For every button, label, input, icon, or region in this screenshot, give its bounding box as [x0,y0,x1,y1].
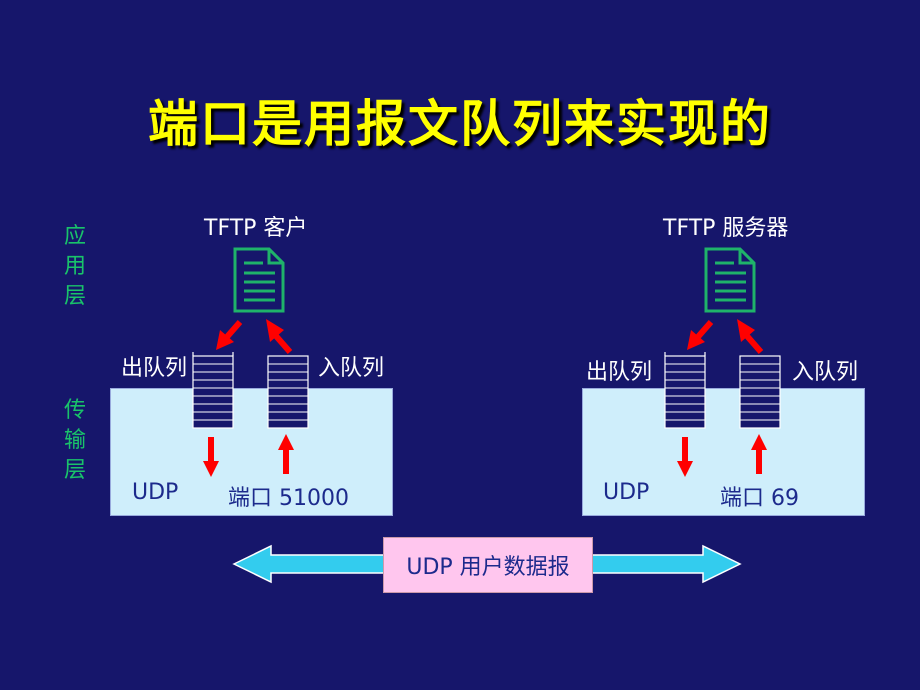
transport-layer-label: 传 输 层 [63,398,86,483]
client-out-queue-label: 出队列 [121,356,188,381]
server-app-label: TFTP 服务器 [663,216,789,241]
server-out-queue [664,355,706,429]
client-protocol-label: UDP [132,480,179,505]
client-out-down-arrow [203,437,219,477]
client-in-queue-label: 入队列 [318,356,385,381]
client-port-label: 端口 51000 [228,486,349,511]
udp-datagram-box: UDP 用户数据报 [383,537,593,593]
server-out-queue-label: 出队列 [586,360,653,385]
server-in-up-arrow [751,434,767,474]
server-app-to-out-arrow [687,320,714,350]
page-title: 端口是用报文队列来实现的 [148,95,772,153]
client-document-icon [233,247,285,313]
application-layer-label: 应 用 层 [63,224,86,309]
client-in-queue [267,355,309,429]
server-transport-box [582,388,865,516]
client-in-to-app-arrow [266,319,293,354]
client-app-to-out-arrow [216,320,243,350]
client-in-up-arrow [278,434,294,474]
server-out-down-arrow [677,437,693,477]
client-transport-box [110,388,393,516]
server-port-label: 端口 69 [720,486,799,511]
server-protocol-label: UDP [603,480,650,505]
server-in-to-app-arrow [737,319,764,354]
server-in-queue-label: 入队列 [792,360,859,385]
server-document-icon [704,247,756,313]
client-app-label: TFTP 客户 [204,216,308,241]
client-out-queue [192,355,234,429]
server-in-queue [739,355,781,429]
